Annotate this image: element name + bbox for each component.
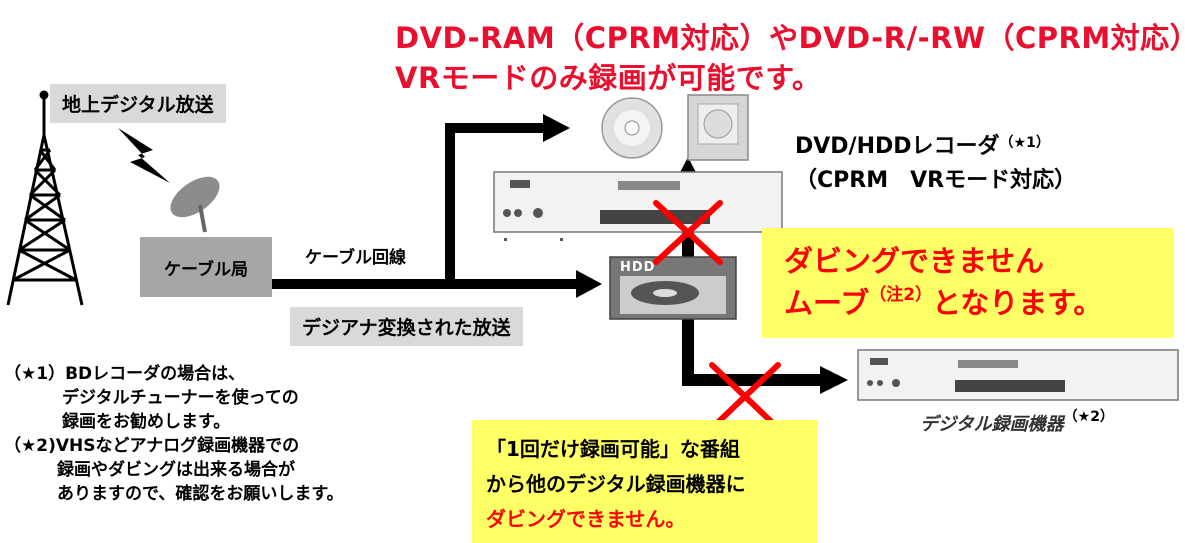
dvd-disc-icon (601, 97, 663, 159)
broadcast-tower-icon (6, 90, 84, 306)
cable-station-label: ケーブル局 (164, 259, 248, 280)
dvd-recorder-device-icon (493, 171, 783, 241)
converted-broadcast-label: デジアナ変換された放送 (290, 307, 523, 346)
note1-line3: 録画をお勧めします。 (62, 412, 231, 432)
top-note-line1: DVD-RAM（CPRM対応）やDVD-R/-RW（CPRM対応）で (395, 21, 1185, 55)
copy-once-line2: から他のデジタル録画機器に (486, 472, 746, 496)
dvd-recorder-name: DVD/HDDレコーダ (795, 134, 1000, 159)
copy-once-line3: ダビングできません。 (486, 507, 686, 531)
top-note-line2: VRモードのみ録画が可能です。 (395, 61, 822, 95)
copy-once-warning-box: 「1回だけ録画可能」な番組 から他のデジタル録画機器に ダビングできません。 (472, 420, 817, 543)
signal-arrows (272, 114, 848, 394)
signal-bolt-icon (118, 128, 170, 183)
terrestrial-broadcast-label: 地上デジタル放送 (50, 84, 226, 123)
copy-once-line1: 「1回だけ録画可能」な番組 (486, 437, 740, 461)
satellite-dish-icon (170, 176, 220, 233)
note1-line2: デジタルチューナーを使っての (62, 388, 299, 408)
dvd-recorder-mode: （CPRM VRモード対応） (795, 168, 1077, 193)
digital-recorder-name: デジタル録画機器 (920, 414, 1064, 435)
move-warning-line1: ダビングできません (784, 244, 1045, 278)
footnotes: （★1）BDレコーダの場合は、 デジタルチューナーを使っての 録画をお勧めします… (4, 362, 344, 506)
note2-line2: 録画やダビングは出来る場合が (57, 460, 295, 480)
note2-line3: ありますので、確認をお願いします。 (57, 484, 344, 504)
move-warning-note: （注2） (869, 285, 933, 305)
hdd-icon (609, 256, 737, 320)
digital-recorder-device-icon (857, 349, 1179, 401)
move-warning-main: ムーブ (784, 286, 870, 320)
hdd-label: HDD (620, 260, 656, 275)
cross-mark-icon (653, 200, 723, 265)
cable-line-label: ケーブル回線 (305, 248, 406, 268)
cable-station-box: ケーブル局 (140, 237, 272, 297)
move-warning-end: となります。 (932, 286, 1103, 320)
dvd-recorder-label: DVD/HDDレコーダ（★1） （CPRM VRモード対応） (795, 130, 1076, 198)
note2-line1: （★2)VHSなどアナログ録画機器での (4, 436, 300, 456)
dvd-recorder-mark: （★1） (999, 135, 1050, 151)
digital-recorder-label: デジタル録画機器（★2） (920, 409, 1114, 436)
top-note: DVD-RAM（CPRM対応）やDVD-R/-RW（CPRM対応）で VRモード… (395, 18, 1185, 98)
digital-recorder-mark: （★2） (1063, 409, 1114, 425)
move-warning-box: ダビングできません ムーブ（注2）となります。 (762, 228, 1174, 338)
cross-mark-icon (709, 362, 781, 431)
dvd-ram-cartridge-icon (687, 94, 749, 161)
note1-line1: （★1）BDレコーダの場合は、 (4, 364, 246, 384)
